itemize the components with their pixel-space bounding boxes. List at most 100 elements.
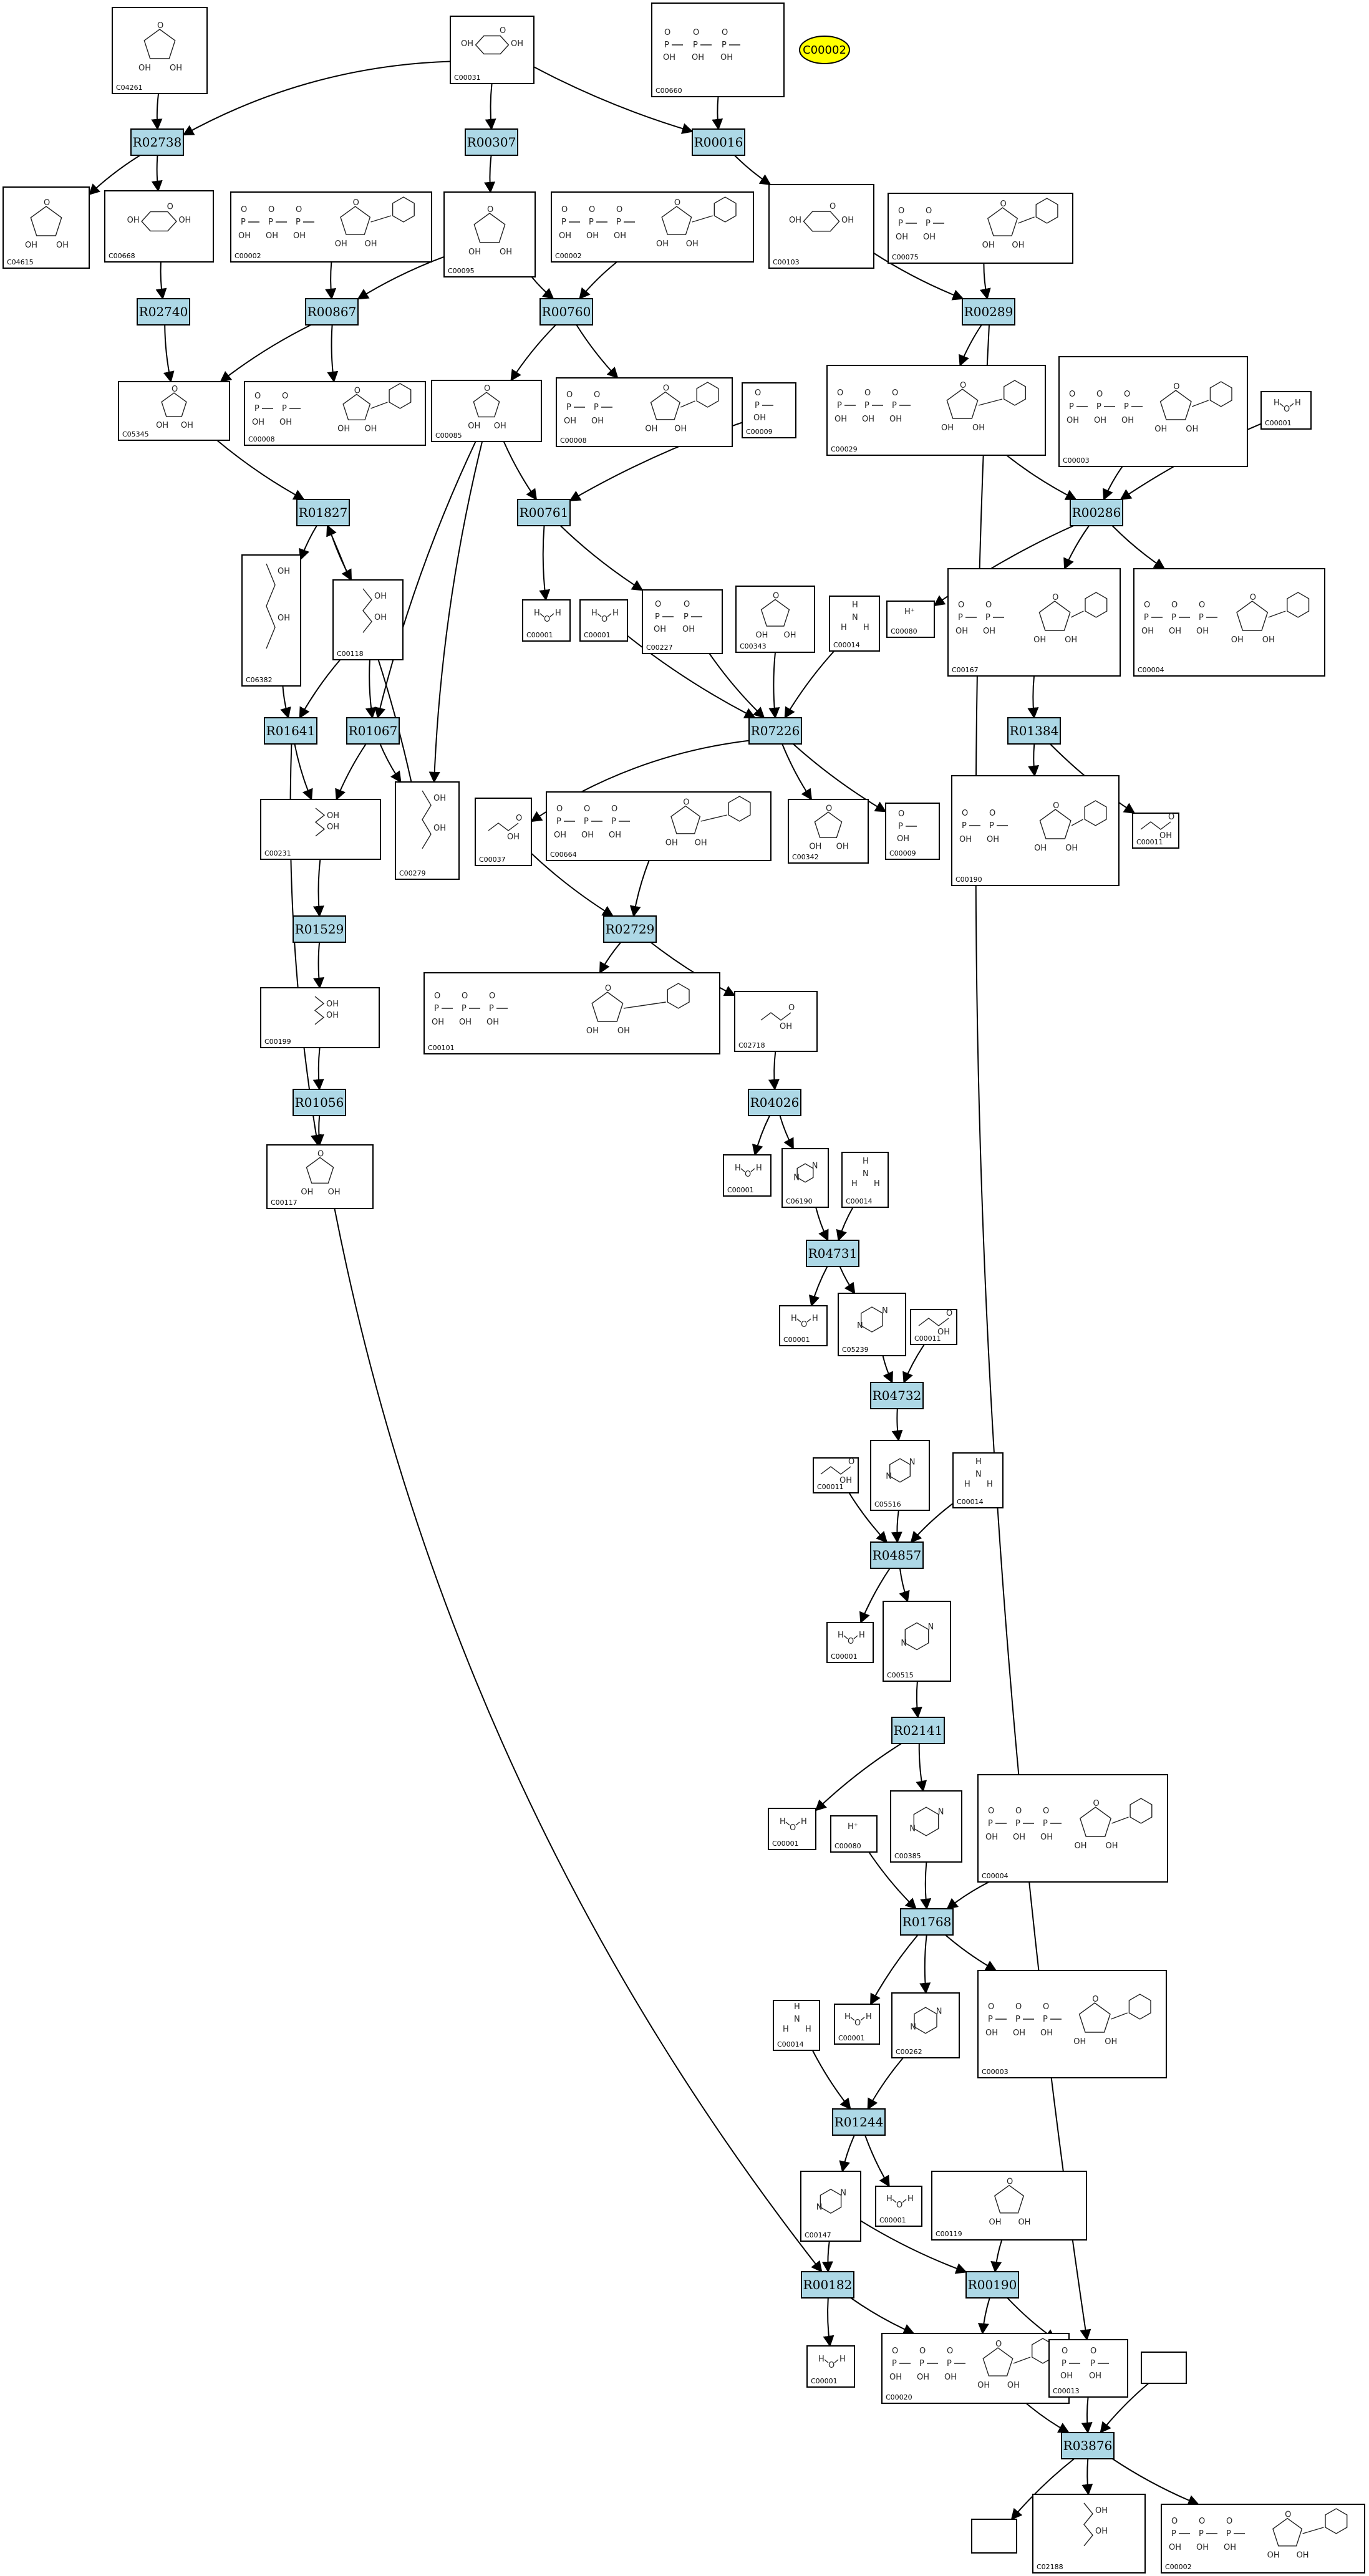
reaction-R01384[interactable]: R01384 [1007,717,1061,745]
reaction-R01641[interactable]: R01641 [264,717,317,745]
reaction-R04857[interactable]: R04857 [870,1541,924,1569]
compound-c00080b[interactable]: H⁺C00080 [830,1815,878,1853]
reaction-R01056[interactable]: R01056 [293,1089,346,1116]
reaction-R00760[interactable]: R00760 [539,298,593,326]
reaction-R01244[interactable]: R01244 [832,2108,886,2136]
compound-c00080a[interactable]: H⁺C00080 [886,601,935,638]
reaction-R00307[interactable]: R00307 [465,128,518,156]
edge-c00343-R07226 [768,652,780,719]
reaction-R02141[interactable]: R02141 [891,1717,945,1744]
reaction-R00867[interactable]: R00867 [305,298,359,326]
reaction-R01529[interactable]: R01529 [293,915,346,943]
reaction-R00761[interactable]: R00761 [517,499,571,526]
reaction-R01768[interactable]: R01768 [900,1908,954,1936]
reaction-R02738[interactable]: R02738 [130,128,184,156]
reaction-label: R00286 [1072,505,1121,520]
reaction-R04026[interactable]: R04026 [748,1089,801,1116]
highlight-compound[interactable]: C00002 [799,36,850,64]
compound-blank2[interactable] [971,2519,1017,2554]
reaction-R00289[interactable]: R00289 [962,298,1015,326]
reaction-R00190[interactable]: R00190 [965,2271,1019,2299]
reaction-R04731[interactable]: R04731 [806,1240,859,1267]
reaction-R02740[interactable]: R02740 [137,298,190,326]
reaction-R00016[interactable]: R00016 [692,128,745,156]
compound-blank1[interactable] [1141,2352,1187,2384]
reaction-R01067[interactable]: R01067 [346,717,400,745]
reaction-R01827[interactable]: R01827 [296,499,350,526]
reaction-R04732[interactable]: R04732 [870,1382,924,1409]
reaction-R03876[interactable]: R03876 [1061,2432,1115,2459]
svg-text:N: N [857,1321,863,1331]
reaction-R07226[interactable]: R07226 [748,717,802,745]
reaction-R00286[interactable]: R00286 [1070,499,1123,526]
reaction-R02729[interactable]: R02729 [603,915,657,943]
reaction-R00182[interactable]: R00182 [801,2271,854,2299]
